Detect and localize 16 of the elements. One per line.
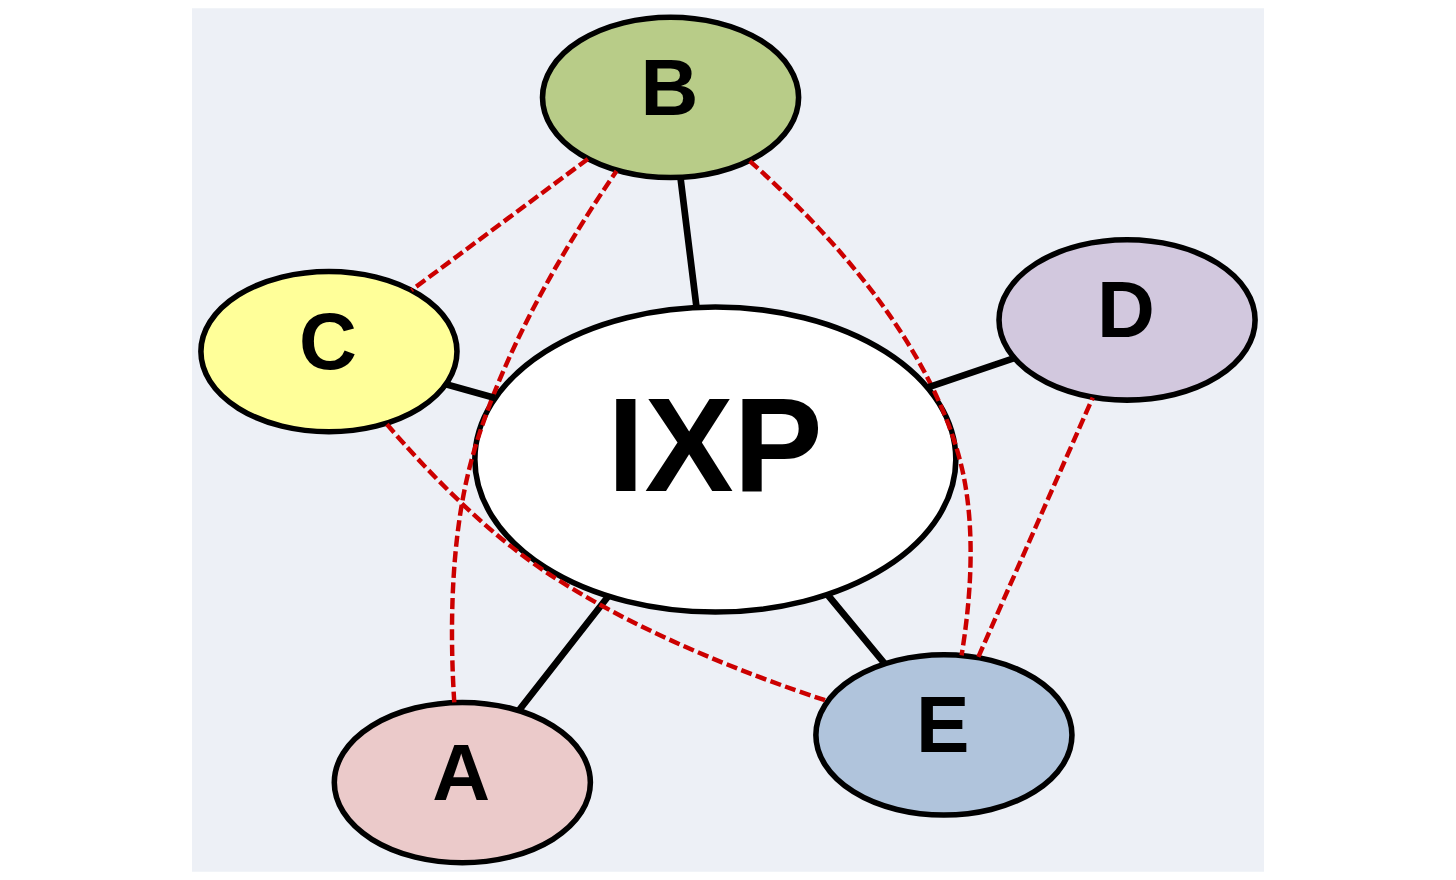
node-ellipse: B	[539, 14, 802, 181]
connector	[516, 594, 611, 713]
node-ellipse: A	[331, 699, 594, 866]
node-ellipse: C	[198, 268, 460, 435]
connector	[976, 396, 1095, 658]
connector	[445, 381, 497, 402]
connector	[449, 169, 619, 703]
connector	[677, 177, 700, 308]
node-ellipse: IXP	[472, 304, 959, 615]
connector	[927, 355, 1015, 391]
connector	[748, 159, 973, 656]
connector	[825, 592, 888, 666]
connector	[410, 157, 590, 292]
node-ellipse: E	[813, 651, 1075, 818]
connector	[385, 422, 829, 704]
node-ellipse: D	[996, 237, 1258, 403]
